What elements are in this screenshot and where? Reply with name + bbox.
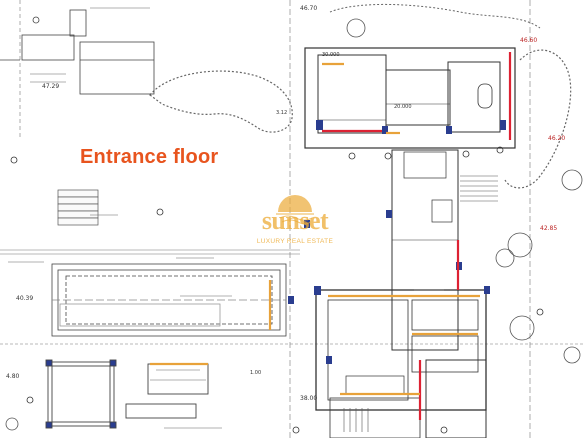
dimension-bottom-mid: 38.00 — [300, 395, 317, 402]
garden-rock-border-right — [504, 49, 572, 189]
garden-rock-border-top — [329, 3, 541, 29]
garden-rock-border — [149, 70, 293, 133]
wall-highlights — [150, 52, 512, 420]
sunset-logo: sunset LUXURY REAL ESTATE — [246, 184, 344, 256]
pavilion-bottom-left — [45, 359, 209, 429]
top-left-structure — [0, 9, 155, 95]
landscape-plants — [5, 18, 583, 431]
stairs-left — [57, 189, 99, 226]
dimension-left-mid: 40.39 — [16, 295, 33, 302]
logo-wordmark: sunset — [261, 206, 329, 235]
dimension-left-upper: 47.29 — [42, 83, 59, 90]
plan-title: Entrance floor — [80, 146, 219, 168]
dimension-right-mid: 42.85 — [540, 225, 557, 232]
annotation-marks — [8, 7, 472, 429]
dimension-d: 3.12 — [276, 110, 287, 116]
section-markers — [10, 146, 544, 434]
dimension-right-upper: 46.20 — [548, 135, 565, 142]
dimension-c: 1.00 — [250, 370, 261, 376]
dimension-a: 30.000 — [322, 52, 340, 58]
pool — [51, 263, 287, 337]
logo-tagline: LUXURY REAL ESTATE — [256, 238, 334, 245]
dimension-top-level: 46.70 — [300, 5, 317, 12]
logo-sun-icon — [276, 195, 314, 225]
dimension-b: 20.000 — [394, 104, 412, 110]
stairs-main — [343, 175, 498, 432]
dimension-bottom-left: 4.80 — [6, 373, 20, 380]
dimension-top-right: 46.60 — [520, 37, 537, 44]
